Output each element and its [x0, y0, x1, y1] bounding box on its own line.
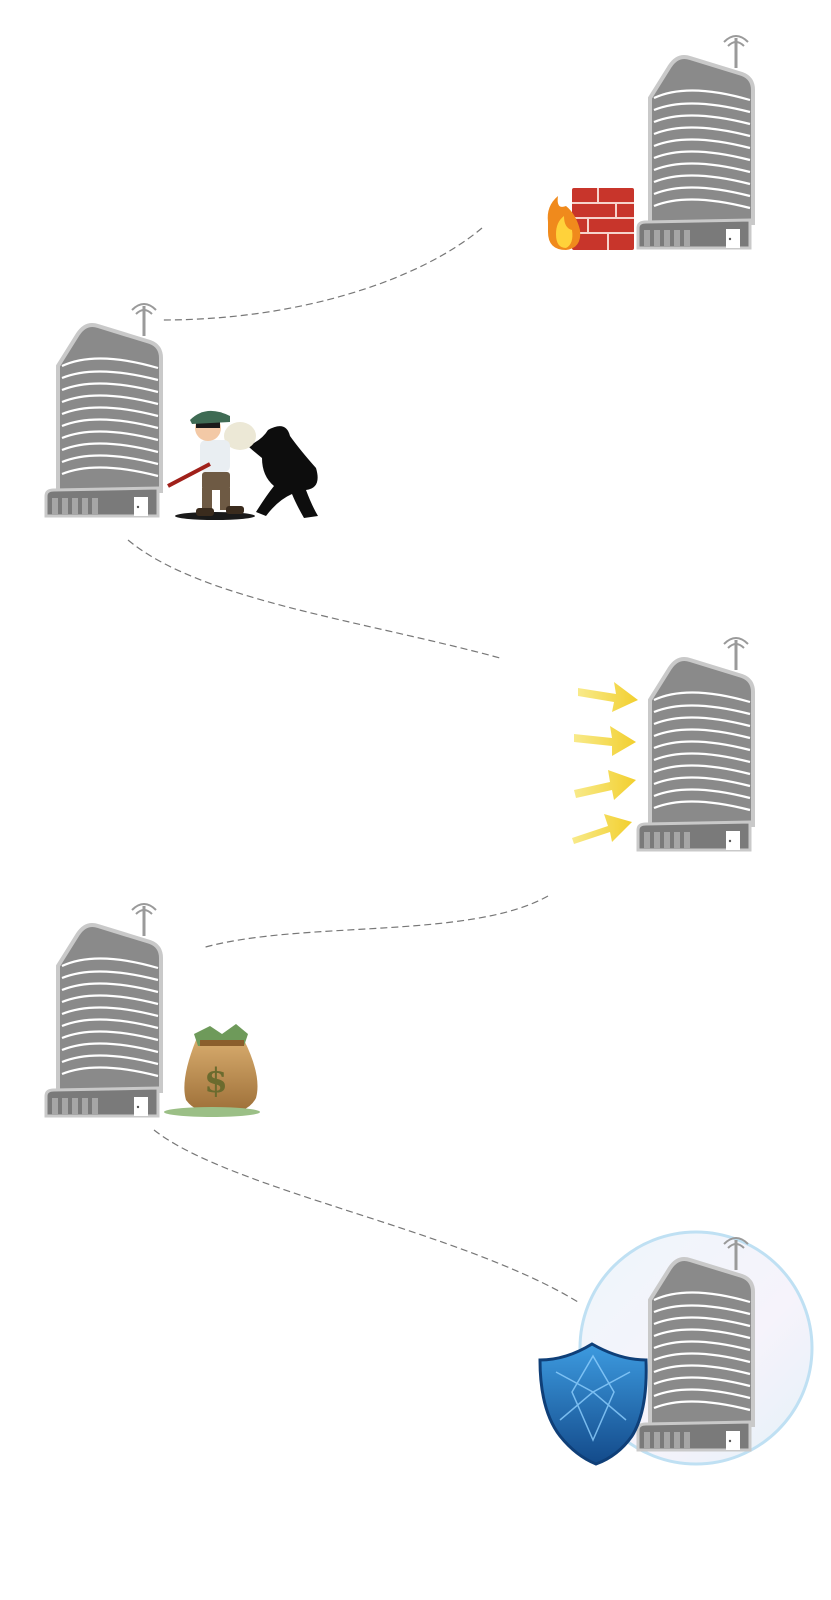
connector-2-3 — [127, 539, 501, 659]
building-5 — [538, 1230, 814, 1466]
security-shield-icon — [538, 1342, 648, 1466]
building-3 — [572, 636, 755, 852]
connector-1-2 — [161, 227, 483, 321]
office-building-icon — [44, 902, 163, 1118]
connector-3-4 — [201, 895, 549, 949]
building-1 — [547, 34, 755, 250]
money-bag-icon: $ — [164, 1024, 260, 1117]
building-4: $ — [44, 902, 260, 1118]
connector-4-5 — [153, 1129, 579, 1303]
firewall-icon — [547, 188, 634, 250]
burglar-icon — [167, 410, 318, 520]
office-building-icon — [44, 302, 163, 518]
office-building-icon — [636, 636, 755, 852]
office-building-icon — [636, 34, 755, 250]
building-2 — [44, 302, 318, 520]
attack-arrows-icon — [572, 682, 638, 844]
svg-text:$: $ — [204, 1061, 228, 1101]
